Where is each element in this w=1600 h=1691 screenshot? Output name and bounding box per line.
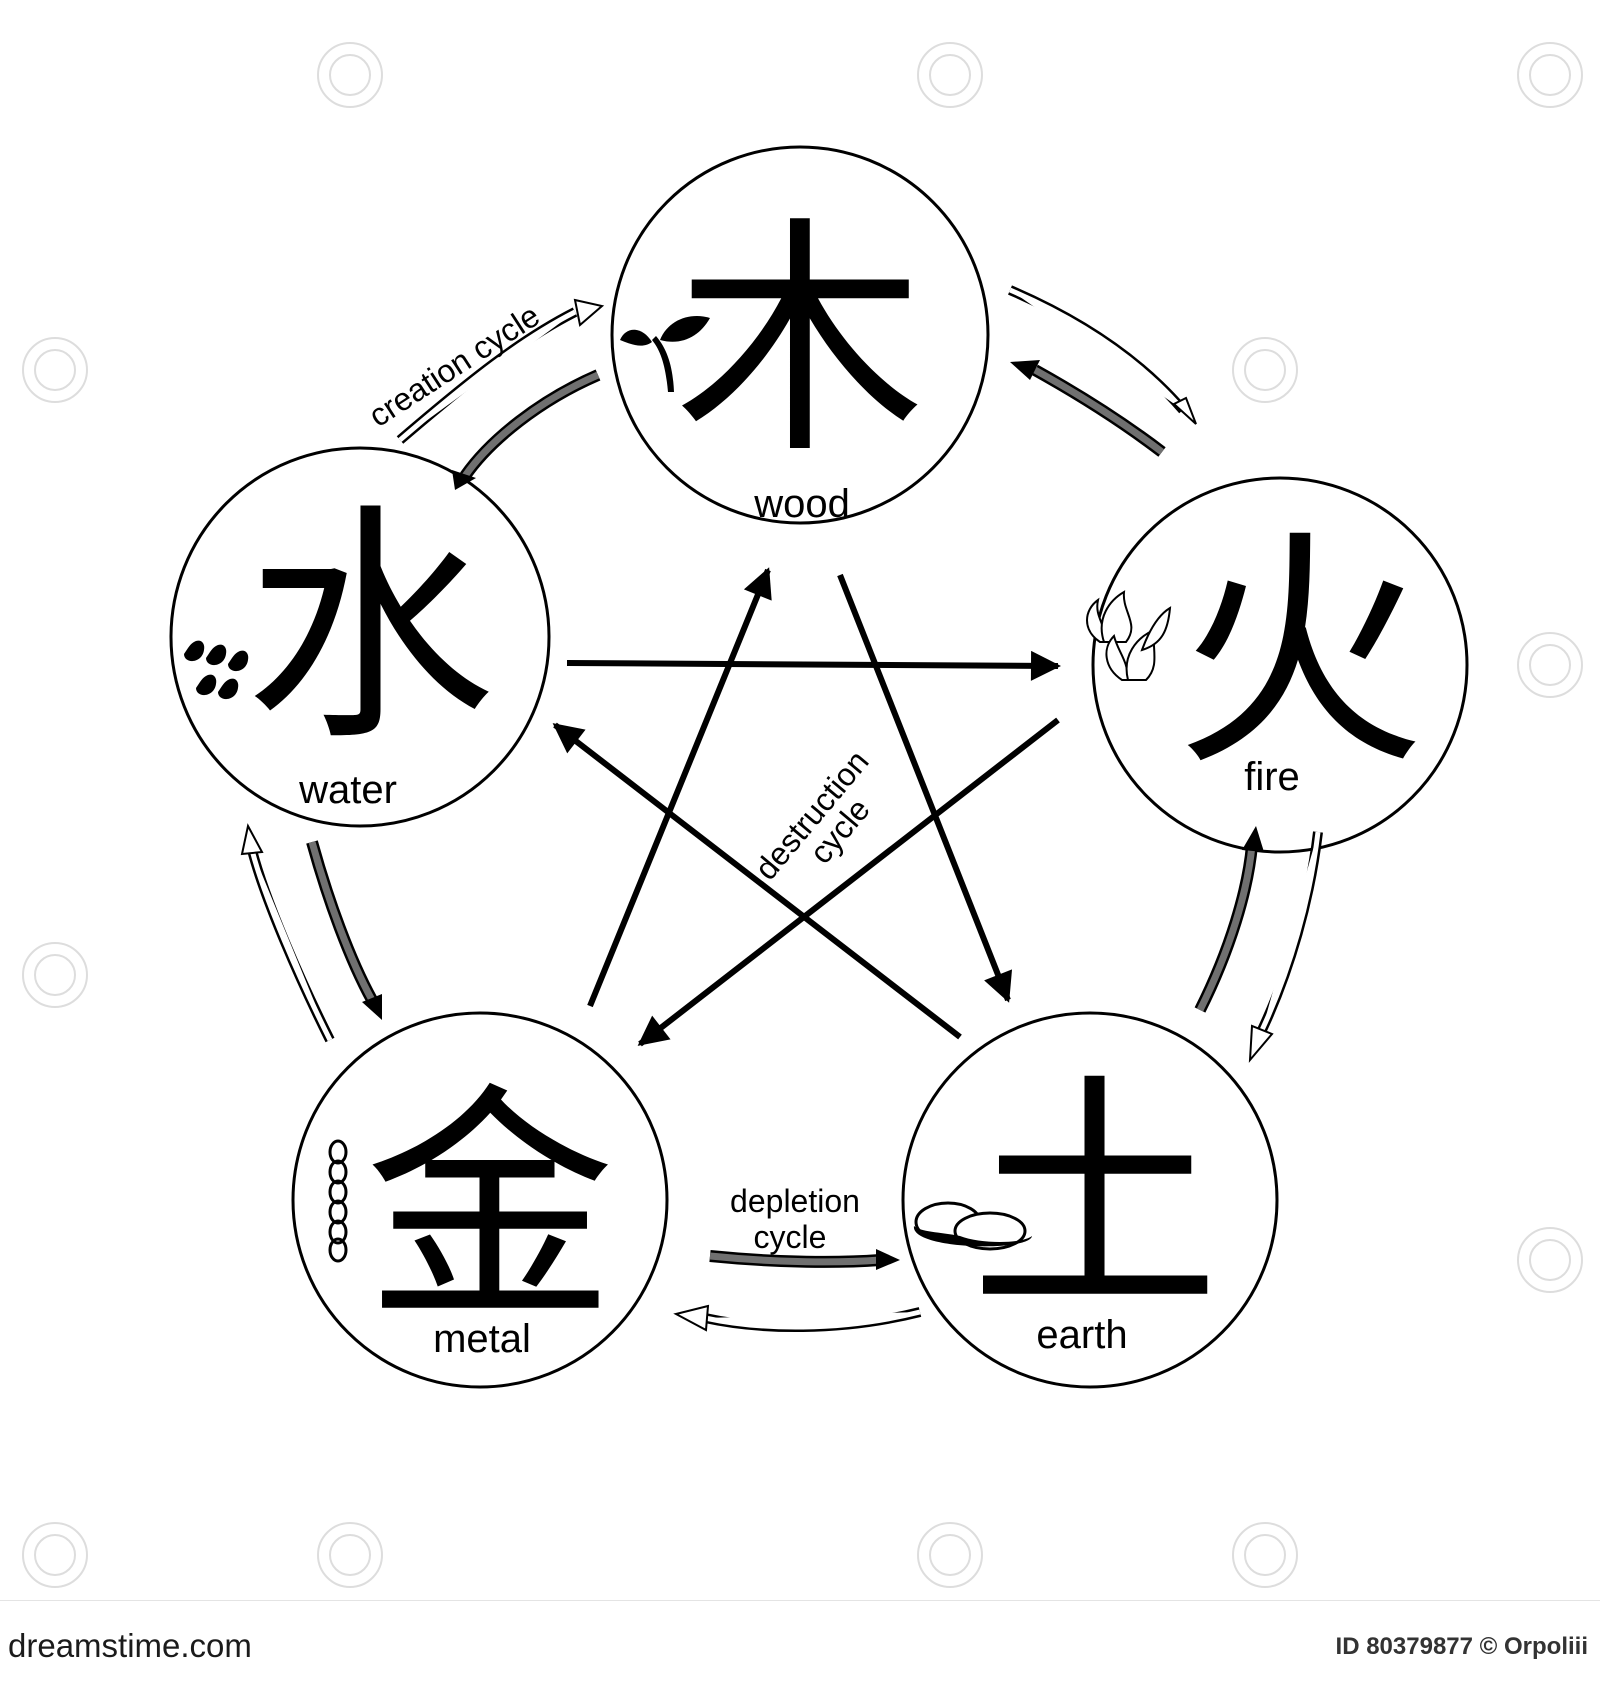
wood-circle (610, 145, 990, 525)
arrow-wood-to-water (460, 369, 601, 480)
water-circle (169, 446, 551, 828)
flame-icon (1086, 590, 1172, 681)
sprout-icon (620, 316, 710, 392)
earth-label: earth (1036, 1313, 1127, 1357)
five-elements-diagram: 木 火 土 金 水 wood fire earth metal water (22, 42, 1583, 1588)
metal-circle (291, 1011, 669, 1389)
fire-circle (1091, 476, 1469, 854)
depletion-cycle-label-line1: depletion (730, 1183, 860, 1219)
depletion-cycle-label-line2: cycle (754, 1219, 827, 1255)
fire-label: fire (1244, 755, 1300, 799)
arrow-metal-to-wood (587, 567, 772, 1008)
creation-arrows (240, 285, 1323, 1333)
depletion-arrows (306, 360, 1264, 1270)
earth-glyph: 土 (970, 1053, 1220, 1344)
water-label: water (298, 768, 397, 812)
wood-glyph: 木 (675, 196, 925, 487)
metal-label: metal (433, 1317, 531, 1361)
creation-cycle-label: creation cycle (362, 297, 546, 434)
image-id-credit: ID 80379877 © Orpoliii (1335, 1633, 1588, 1660)
earth-circle (901, 1011, 1279, 1389)
wood-label: wood (753, 482, 850, 526)
arrow-earth-to-water (552, 722, 962, 1040)
watermark (22, 42, 1583, 1588)
arrow-fire-to-metal (637, 717, 1060, 1047)
arrow-wood-to-earth (837, 573, 1013, 1003)
arrow-water-to-fire (566, 650, 1061, 681)
water-glyph: 水 (245, 483, 495, 774)
arrow-earth-to-fire (1194, 844, 1258, 1013)
stones-icon (913, 1201, 1032, 1251)
water-drops-icon (184, 640, 249, 700)
destruction-arrows (552, 567, 1061, 1047)
footer-bar: dreamstime.com ID 80379877 © Orpoliii (0, 1600, 1600, 1691)
chain-icon (328, 1139, 348, 1263)
metal-glyph: 金 (365, 1063, 615, 1354)
fire-glyph: 火 (1175, 508, 1425, 799)
dreamstime-logo[interactable]: dreamstime.com (8, 1627, 252, 1664)
